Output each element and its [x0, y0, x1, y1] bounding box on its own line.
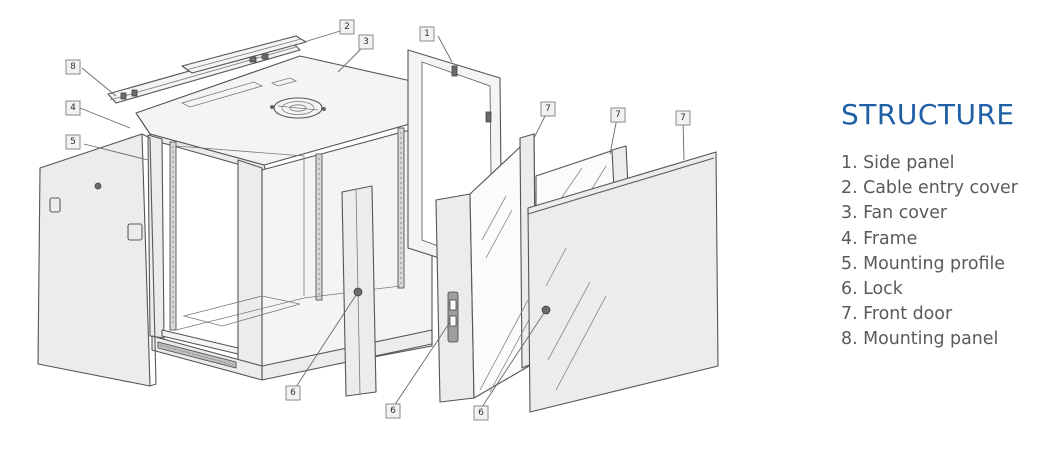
left-side-panel	[37, 133, 157, 387]
legend-item: 1. Side panel	[841, 153, 955, 173]
legend-item: 4. Frame	[841, 228, 918, 249]
legend-item: 2. Cable entry cover	[841, 178, 1018, 199]
callout-3: 3	[358, 34, 374, 50]
svg-text:5: 5	[70, 137, 76, 147]
callout-7c: 7	[675, 110, 691, 126]
svg-text:2: 2	[344, 22, 350, 32]
cabinet-frame	[135, 55, 441, 381]
svg-text:7: 7	[545, 104, 551, 114]
exploded-cabinet-diagram: 1 2 3 4 5 6 6 6 7 7 7 8	[37, 19, 719, 421]
svg-text:6: 6	[478, 408, 484, 418]
lock-strip-left	[341, 185, 377, 397]
svg-text:7: 7	[680, 113, 686, 123]
leader-lines	[79, 28, 685, 411]
cable-entry-cover	[181, 35, 307, 74]
svg-text:4: 4	[70, 103, 76, 113]
callout-1: 1	[419, 26, 435, 42]
callout-6b: 6	[385, 403, 401, 419]
legend-item: 5. Mounting profile	[841, 253, 1005, 274]
legend-title: STRUCTURE	[841, 98, 1015, 131]
svg-text:3: 3	[363, 37, 369, 47]
svg-text:6: 6	[390, 406, 396, 416]
legend-item: 3. Fan cover	[841, 203, 948, 224]
legend-list: 1. Side panel 2. Cable entry cover 3. Fa…	[841, 151, 1051, 353]
structure-legend: STRUCTURE 1. Side panel 2. Cable entry c…	[841, 98, 1051, 353]
callout-4: 4	[65, 100, 81, 116]
legend-item: 6. Lock	[841, 279, 903, 300]
svg-text:7: 7	[615, 110, 621, 120]
callout-2: 2	[339, 19, 355, 35]
mounting-profile	[169, 127, 405, 331]
callout-6c: 6	[473, 405, 489, 421]
legend-item: 7. Front door	[841, 304, 953, 325]
callout-6a: 6	[285, 385, 301, 401]
legend-item: 8. Mounting panel	[841, 329, 999, 350]
callout-5: 5	[65, 134, 81, 150]
svg-text:6: 6	[290, 388, 296, 398]
callout-8: 8	[65, 59, 81, 75]
svg-text:1: 1	[424, 29, 430, 39]
callout-7b: 7	[610, 107, 626, 123]
right-side-panel	[527, 151, 719, 413]
callout-7a: 7	[540, 101, 556, 117]
svg-text:8: 8	[70, 62, 76, 72]
glass-front-door	[435, 132, 537, 403]
